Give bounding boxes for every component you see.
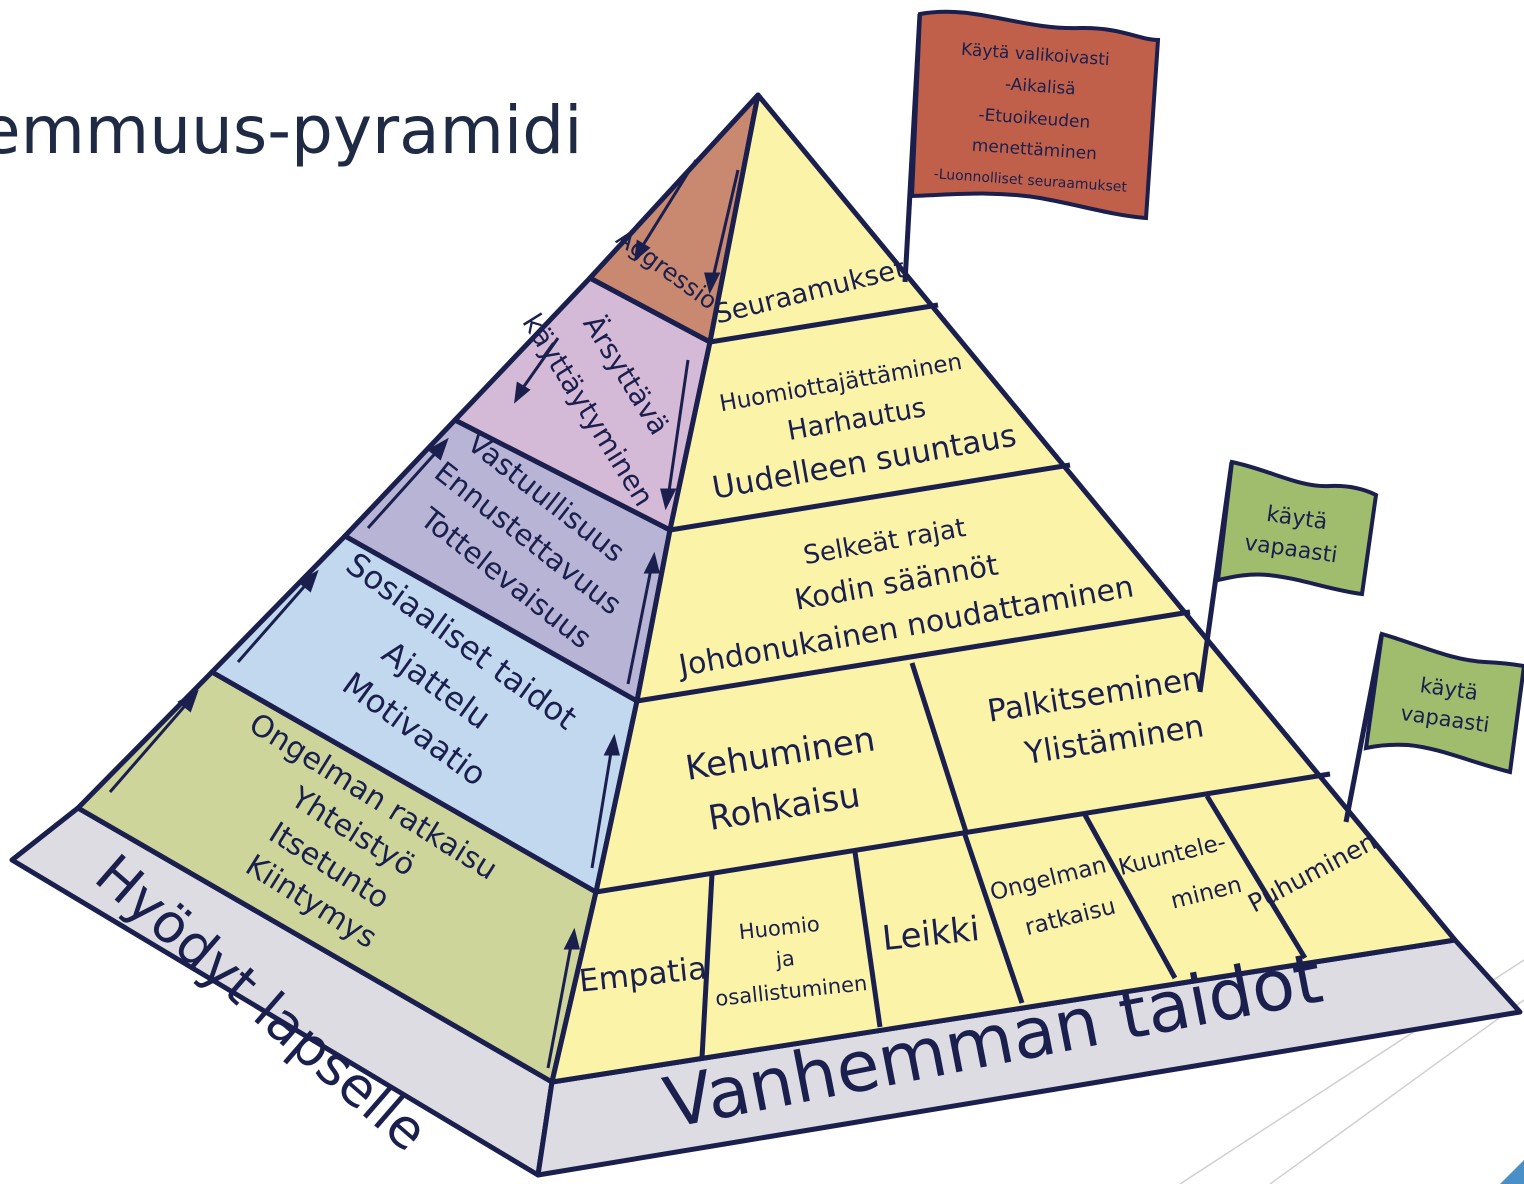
flag-top-line: -Aikalisä [1004, 75, 1076, 100]
flag-lower: käytä vapaasti [1343, 631, 1524, 823]
flag-middle: käytä vapaasti [1197, 459, 1379, 693]
progress-arrows [108, 159, 740, 1069]
page-title: emmuus-pyramidi [0, 92, 583, 169]
right-l1-line: ja [774, 946, 796, 972]
right-face-dividers [595, 302, 1331, 1059]
flag-top: Käytä valikoivasti -Aikalisä -Etuoikeude… [902, 9, 1161, 283]
